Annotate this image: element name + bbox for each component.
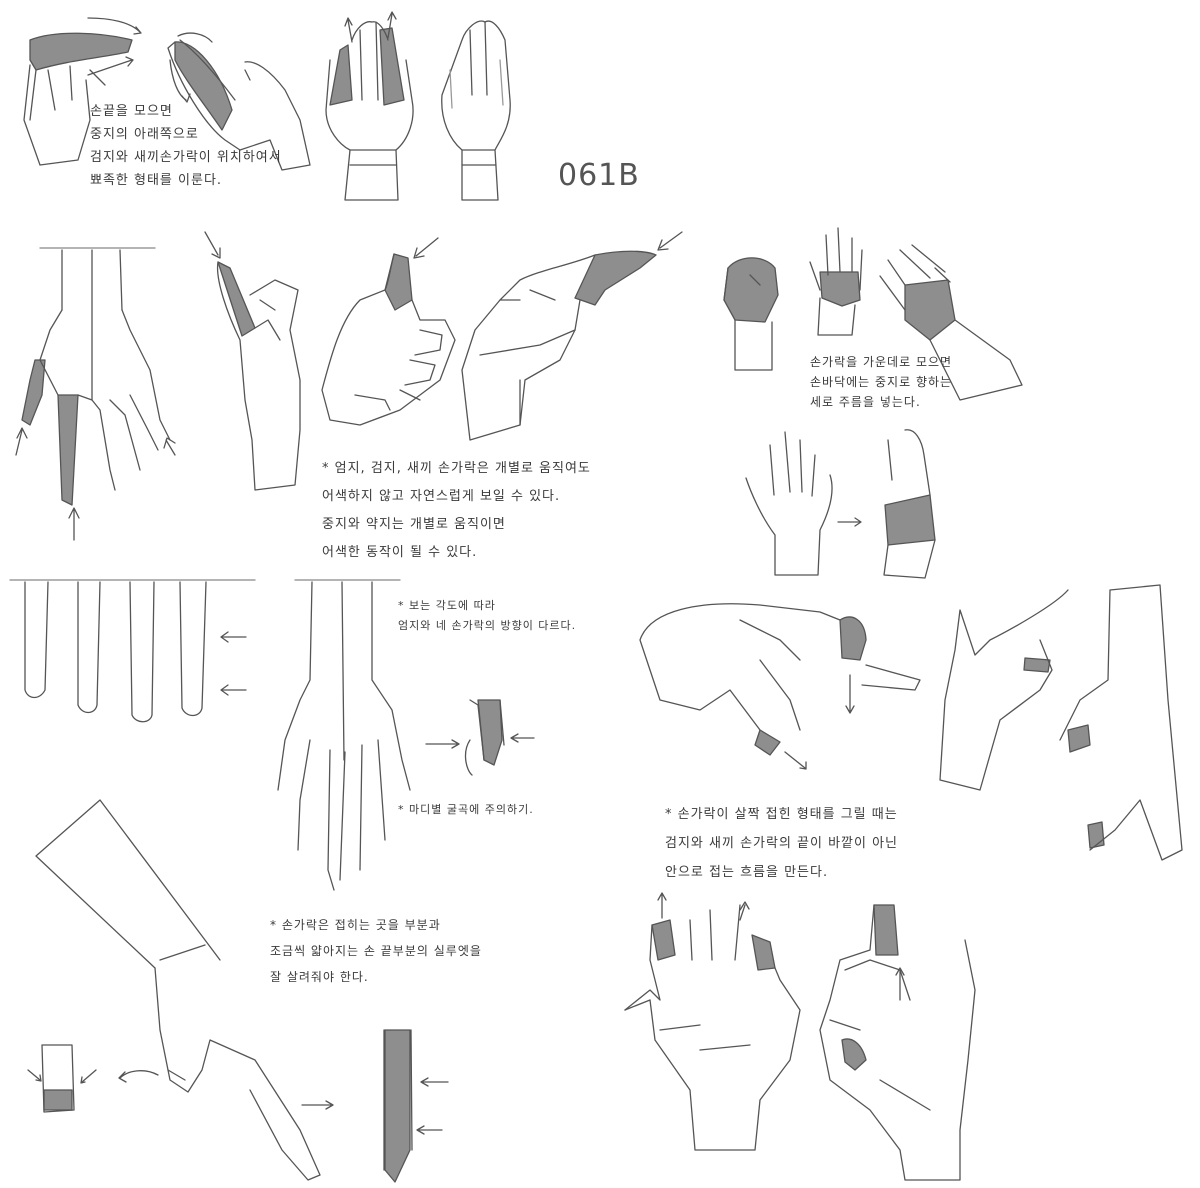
arrow-icon xyxy=(425,733,535,776)
note-fingertips-gather: 손끝을 모으면 중지의 아래쪽으로 검지와 새끼손가락이 위치하여서 뾰족한 형… xyxy=(90,104,282,188)
hand-sketch-icon xyxy=(1059,584,1183,861)
hand-sketch-icon xyxy=(321,253,456,426)
hand-sketch-icon xyxy=(883,429,936,579)
hand-sketch-icon xyxy=(23,32,133,166)
shaded-finger-icon xyxy=(469,699,505,766)
arrow-icon xyxy=(784,674,855,770)
hand-sketch-icon xyxy=(819,904,976,1181)
hand-sketch-icon xyxy=(441,20,511,201)
shaded-finger-icon xyxy=(383,1029,413,1183)
hand-sketch-icon xyxy=(624,904,801,1151)
hand-sketch-icon xyxy=(939,589,1069,791)
hand-sketch-icon xyxy=(745,431,833,576)
hand-sketch-icon xyxy=(216,261,301,491)
hand-sketch-icon xyxy=(723,257,779,371)
hand-sketch-icon xyxy=(35,799,321,1181)
arrow-icon xyxy=(413,237,439,259)
sheet-code: 061B xyxy=(558,158,640,193)
note-individual-fingers: * 엄지, 검지, 새끼 손가락은 개별로 움직여도 어색하지 않고 자연스럽게… xyxy=(322,461,591,560)
arrow-icon xyxy=(416,1077,449,1135)
hand-sketch-icon xyxy=(167,39,311,171)
arrow-icon xyxy=(837,517,862,527)
arrow-icon xyxy=(895,967,905,1001)
hand-sketch-icon xyxy=(639,603,921,756)
arrow-icon xyxy=(169,32,213,103)
arrow-icon xyxy=(344,11,397,43)
note-joint-bends: * 마디별 굴곡에 주의하기. xyxy=(398,803,534,816)
note-finger-silhouette: * 손가락은 접히는 곳을 부분과 조금씩 얇아지는 손 끝부분의 실루엣을 잘… xyxy=(270,918,482,984)
hand-sketch-icon xyxy=(879,244,1023,401)
hand-sketch-icon xyxy=(9,579,256,723)
hand-sketch-icon xyxy=(277,579,411,891)
note-palm-crease: 손가락을 가운데로 모으면 손바닥에는 중지로 향하는 세로 주름을 넣는다. xyxy=(810,355,953,409)
arrow-icon xyxy=(657,892,750,921)
note-viewing-angle: * 보는 각도에 따라 엄지와 네 손가락의 방향이 다르다. xyxy=(398,599,577,632)
note-slightly-bent-fingers: * 손가락이 살짝 접힌 형태를 그릴 때는 검지와 새끼 손가락의 끝이 바깥… xyxy=(665,807,899,880)
arrow-icon xyxy=(15,427,176,541)
shaded-finger-icon xyxy=(41,1044,75,1113)
arrow-icon xyxy=(204,231,221,259)
hand-sketch-icon xyxy=(461,250,657,441)
hand-sketch-icon xyxy=(325,21,414,201)
arrow-icon xyxy=(657,231,683,251)
arrow-icon xyxy=(87,17,142,76)
arrow-icon xyxy=(27,1069,334,1110)
arrow-icon xyxy=(220,631,247,696)
hand-sketch-icon xyxy=(809,227,863,336)
hand-sketch-icon xyxy=(21,247,171,506)
